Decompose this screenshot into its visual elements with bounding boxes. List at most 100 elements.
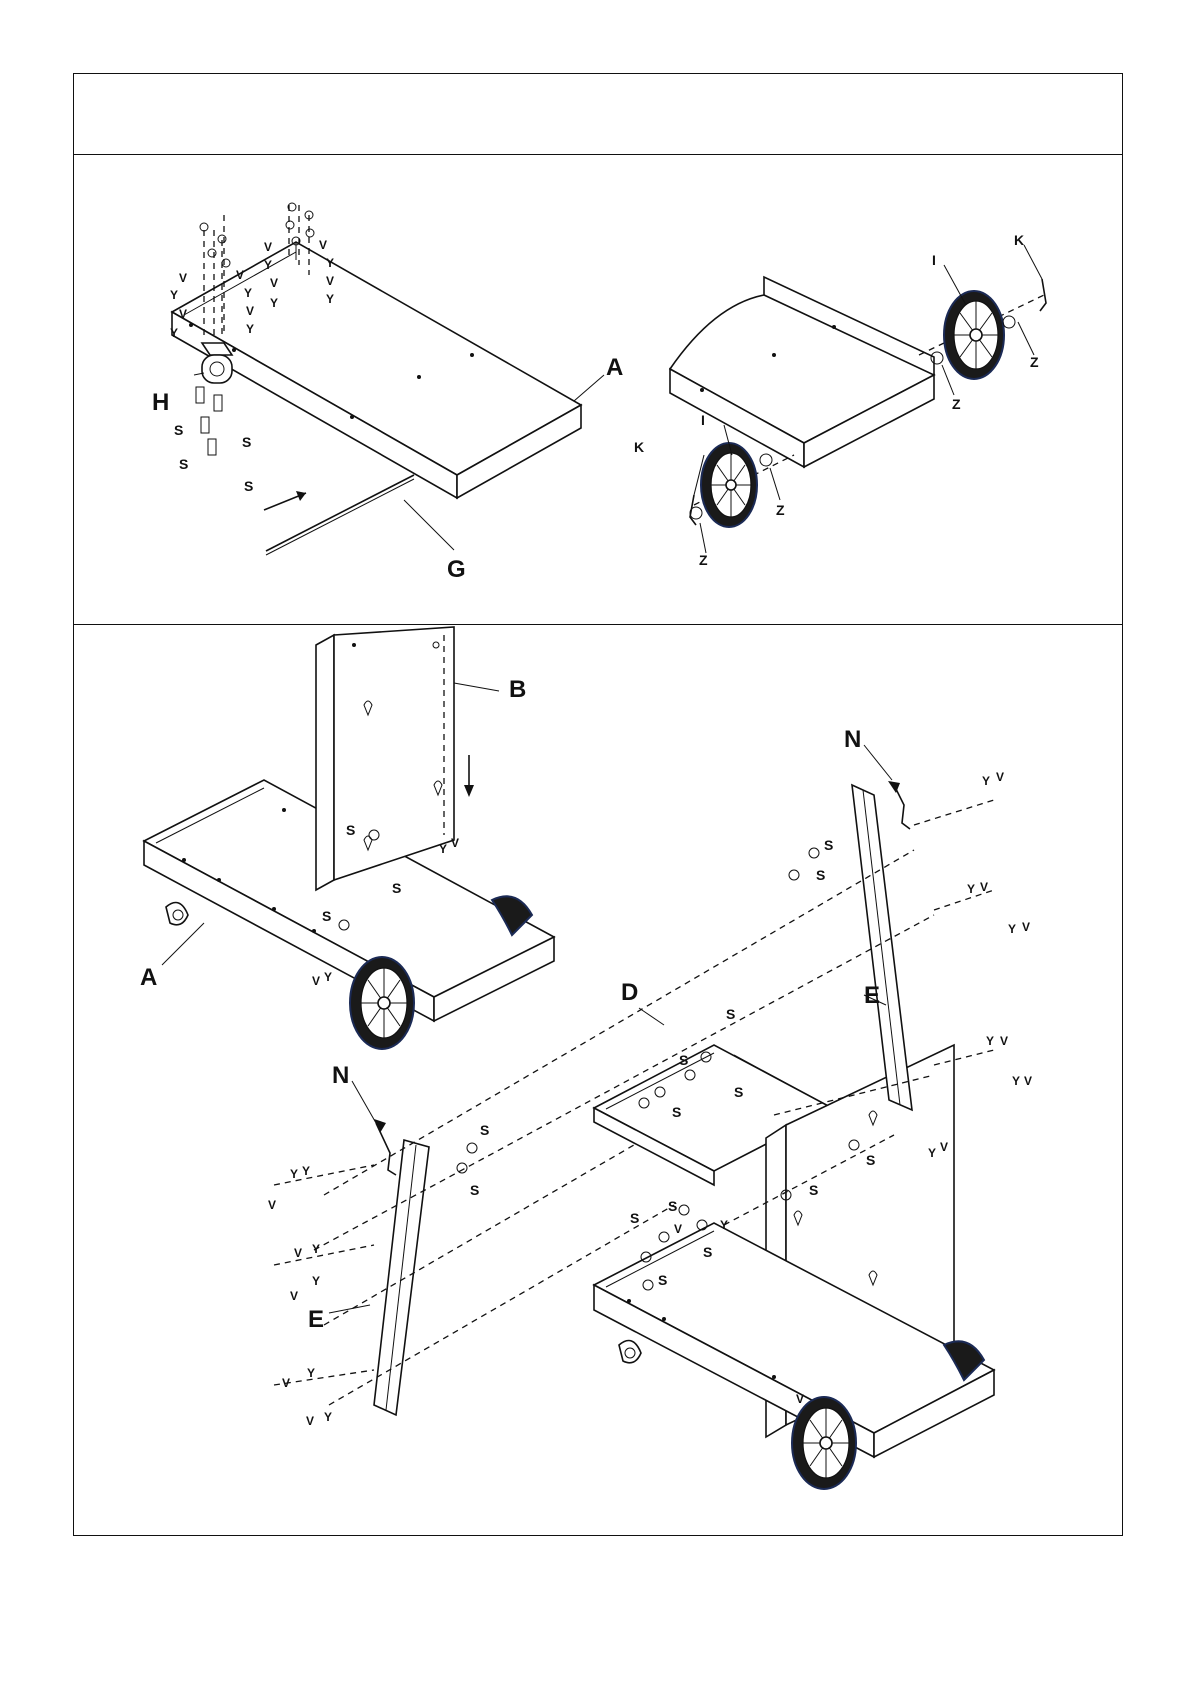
label-n-right: N: [844, 726, 861, 753]
label-s-3: S: [179, 456, 188, 472]
label-y-12: Y: [967, 882, 975, 896]
label-i-right: I: [932, 252, 936, 268]
label-n-left: N: [332, 1062, 349, 1089]
wheel-left-cart-front: [350, 957, 414, 1049]
label-y-7: Y: [307, 1366, 315, 1380]
label-v-14: V: [1000, 1034, 1008, 1048]
label-d: D: [621, 979, 638, 1006]
axle-g-part: [264, 475, 414, 555]
label-v-5: V: [290, 1289, 298, 1303]
label-y-15: Y: [1012, 1074, 1020, 1088]
label-v-10: V: [940, 1140, 948, 1154]
label-k-right: K: [1014, 232, 1024, 248]
label-v-7: V: [306, 1414, 314, 1428]
wheel-i-right: [919, 279, 1046, 379]
header-band: [74, 74, 1122, 155]
label-y-11: Y: [982, 774, 990, 788]
label-s-6: S: [726, 1006, 735, 1022]
label-v-3: V: [268, 1198, 276, 1212]
label-y-6: Y: [312, 1274, 320, 1288]
panel-b-part: [316, 627, 474, 890]
label-y-14: Y: [986, 1034, 994, 1048]
label-y-5: Y: [312, 1242, 320, 1256]
label-e-left: E: [308, 1306, 324, 1333]
label-s-8: S: [734, 1084, 743, 1100]
label-v-6: V: [282, 1376, 290, 1390]
label-a: A: [140, 964, 157, 991]
strut-e-right: [852, 781, 912, 1110]
label-s-3: S: [322, 908, 331, 924]
label-s-13: S: [658, 1272, 667, 1288]
label-s-11: S: [630, 1210, 639, 1226]
label-z-4: Z: [699, 552, 708, 568]
step1-panel: A G H I I K K Z Z Z Z S S S S V Y V Y V …: [74, 155, 1122, 625]
strut-e-left: [374, 1119, 429, 1415]
label-z-2: Z: [952, 396, 961, 412]
label-y-3: Y: [290, 1167, 298, 1181]
label-z-1: Z: [1030, 354, 1039, 370]
label-v-2: V: [179, 307, 187, 321]
label-s-4: S: [244, 478, 253, 494]
label-s-7: S: [679, 1052, 688, 1068]
label-y-1: Y: [439, 842, 447, 856]
step2-panel: B A D N N E E S S S S S S S S S S S S S …: [74, 625, 1122, 1537]
wheel-right-cart-front: [792, 1397, 856, 1489]
label-v-8: V: [674, 1222, 682, 1236]
label-s-1: S: [346, 822, 355, 838]
label-y-8: Y: [326, 292, 334, 306]
label-v-5: V: [264, 240, 272, 254]
label-s-2: S: [392, 880, 401, 896]
label-y-2: Y: [170, 326, 178, 340]
label-k-left: K: [634, 439, 644, 455]
label-y-5: Y: [264, 258, 272, 272]
label-v-1: V: [179, 271, 187, 285]
label-y-6: Y: [270, 296, 278, 310]
label-s-12: S: [703, 1244, 712, 1260]
label-v-7: V: [319, 238, 327, 252]
label-y-8: Y: [324, 1410, 332, 1424]
step1-diagram: A G H I I K K Z Z Z Z S S S S V Y V Y V …: [74, 155, 1122, 625]
caster-h-part: [196, 343, 232, 455]
label-h: H: [152, 389, 169, 416]
label-v-8: V: [326, 274, 334, 288]
label-s-10: S: [668, 1198, 677, 1214]
label-i-left: I: [701, 412, 705, 428]
step2-diagram: B A D N N E E S S S S S S S S S S S S S …: [74, 625, 1122, 1535]
caster-right-cart: [619, 1341, 641, 1363]
label-y-4: Y: [246, 322, 254, 336]
label-s-15: S: [866, 1152, 875, 1168]
label-v-15: V: [1024, 1074, 1032, 1088]
label-v-3: V: [236, 268, 244, 282]
assembly-sheet: A G H I I K K Z Z Z Z S S S S V Y V Y V …: [73, 73, 1123, 1536]
label-y-3: Y: [244, 286, 252, 300]
label-v-1: V: [451, 836, 459, 850]
label-s-2: S: [242, 434, 251, 450]
label-v-2: V: [312, 974, 320, 988]
label-v-9: V: [796, 1392, 804, 1406]
label-s-17: S: [816, 867, 825, 883]
label-v-4: V: [294, 1246, 302, 1260]
label-e-right: E: [864, 982, 880, 1009]
label-v-4: V: [246, 304, 254, 318]
label-y-7: Y: [326, 256, 334, 270]
label-y-13: Y: [1008, 922, 1016, 936]
label-v-13: V: [1022, 920, 1030, 934]
label-a: A: [606, 354, 623, 381]
tray-partial-part: [670, 277, 934, 467]
label-y-1: Y: [170, 288, 178, 302]
label-g: G: [447, 556, 466, 583]
label-y-4: Y: [302, 1164, 310, 1178]
label-s-16: S: [824, 837, 833, 853]
tray-a-part: [172, 242, 581, 498]
label-y-9: Y: [720, 1218, 728, 1232]
caster-left-cart: [166, 903, 188, 925]
label-s-14: S: [809, 1182, 818, 1198]
label-y-2: Y: [324, 970, 332, 984]
label-v-11: V: [996, 770, 1004, 784]
label-s-4: S: [480, 1122, 489, 1138]
label-z-3: Z: [776, 502, 785, 518]
label-s-1: S: [174, 422, 183, 438]
label-b: B: [509, 676, 526, 703]
label-s-5: S: [470, 1182, 479, 1198]
label-v-6: V: [270, 276, 278, 290]
